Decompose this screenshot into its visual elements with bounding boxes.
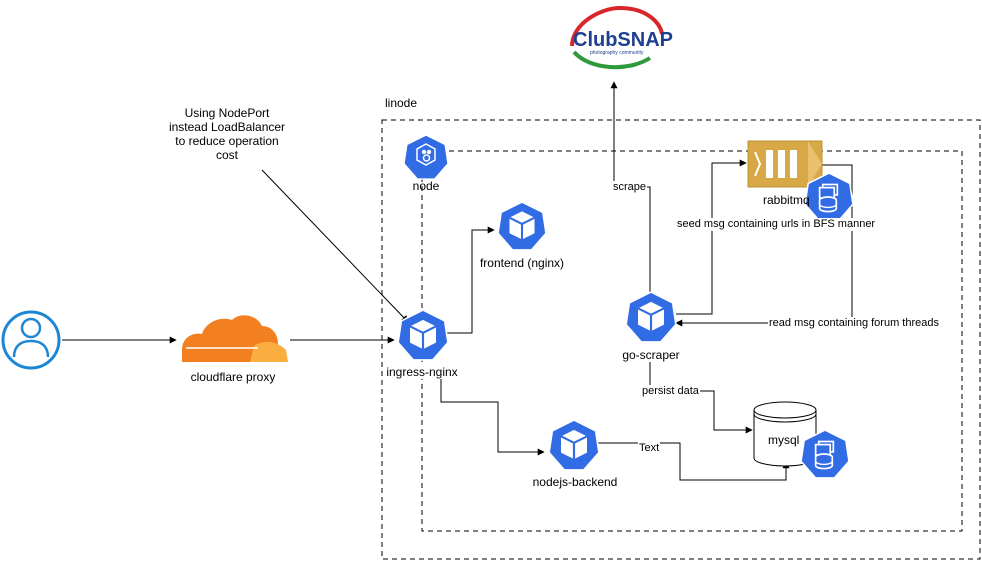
edge-label-persist: persist data: [641, 385, 700, 398]
edge-ingress-backend: [440, 378, 545, 456]
clubsnap-logo-text: ClubSNAP: [573, 29, 673, 51]
edge-rabbitmq-scraper: [675, 164, 853, 327]
go-scraper-label: go-scraper: [622, 348, 680, 362]
node-icon: [403, 134, 449, 180]
rabbitmq-label: rabbitmq: [763, 193, 810, 207]
clubsnap-logo-tagline: photography community: [590, 50, 644, 56]
go-scraper-pod-icon: [625, 291, 677, 343]
node-label: node: [412, 179, 440, 193]
mysql-database-icon: [753, 401, 817, 467]
nodejs-backend-label: nodejs-backend: [532, 475, 618, 489]
clubsnap-logo: ClubSNAP photography community: [570, 5, 673, 70]
edge-scraper-mysql: [649, 362, 753, 434]
ingress-pod-icon: [397, 309, 449, 361]
edge-label-scrape: scrape: [612, 181, 648, 194]
node-boundary: [421, 150, 963, 532]
rabbitmq-queue-icon: [747, 140, 823, 188]
nodeport-annotation: Using NodePort instead LoadBalancer to r…: [162, 106, 292, 162]
edge-scraper-rabbitmq: [676, 159, 747, 315]
cloudflare-icon: [182, 315, 288, 362]
nodejs-backend-pod-icon: [548, 419, 600, 471]
annotation-line: instead LoadBalancer: [168, 120, 286, 134]
edge-ingress-frontend: [446, 226, 495, 334]
edge-label-read: read msg containing forum threads: [768, 317, 940, 330]
user-icon: [1, 310, 61, 370]
frontend-label: frontend (nginx): [479, 256, 565, 270]
annotation-arrow: [261, 169, 409, 323]
linode-boundary: [381, 119, 981, 560]
mysql-label: mysql: [768, 433, 800, 447]
annotation-line: cost: [215, 148, 238, 162]
cloudflare-label: cloudflare proxy: [190, 370, 276, 384]
linode-label: linode: [385, 96, 418, 110]
ingress-label: ingress-nginx: [385, 365, 459, 379]
annotation-line: to reduce operation: [175, 134, 279, 148]
edge-label-text: Text: [638, 442, 661, 455]
annotation-line: Using NodePort: [184, 106, 270, 120]
edge-label-seed: seed msg containing urls in BFS manner: [676, 218, 877, 231]
frontend-pod-icon: [497, 201, 547, 251]
